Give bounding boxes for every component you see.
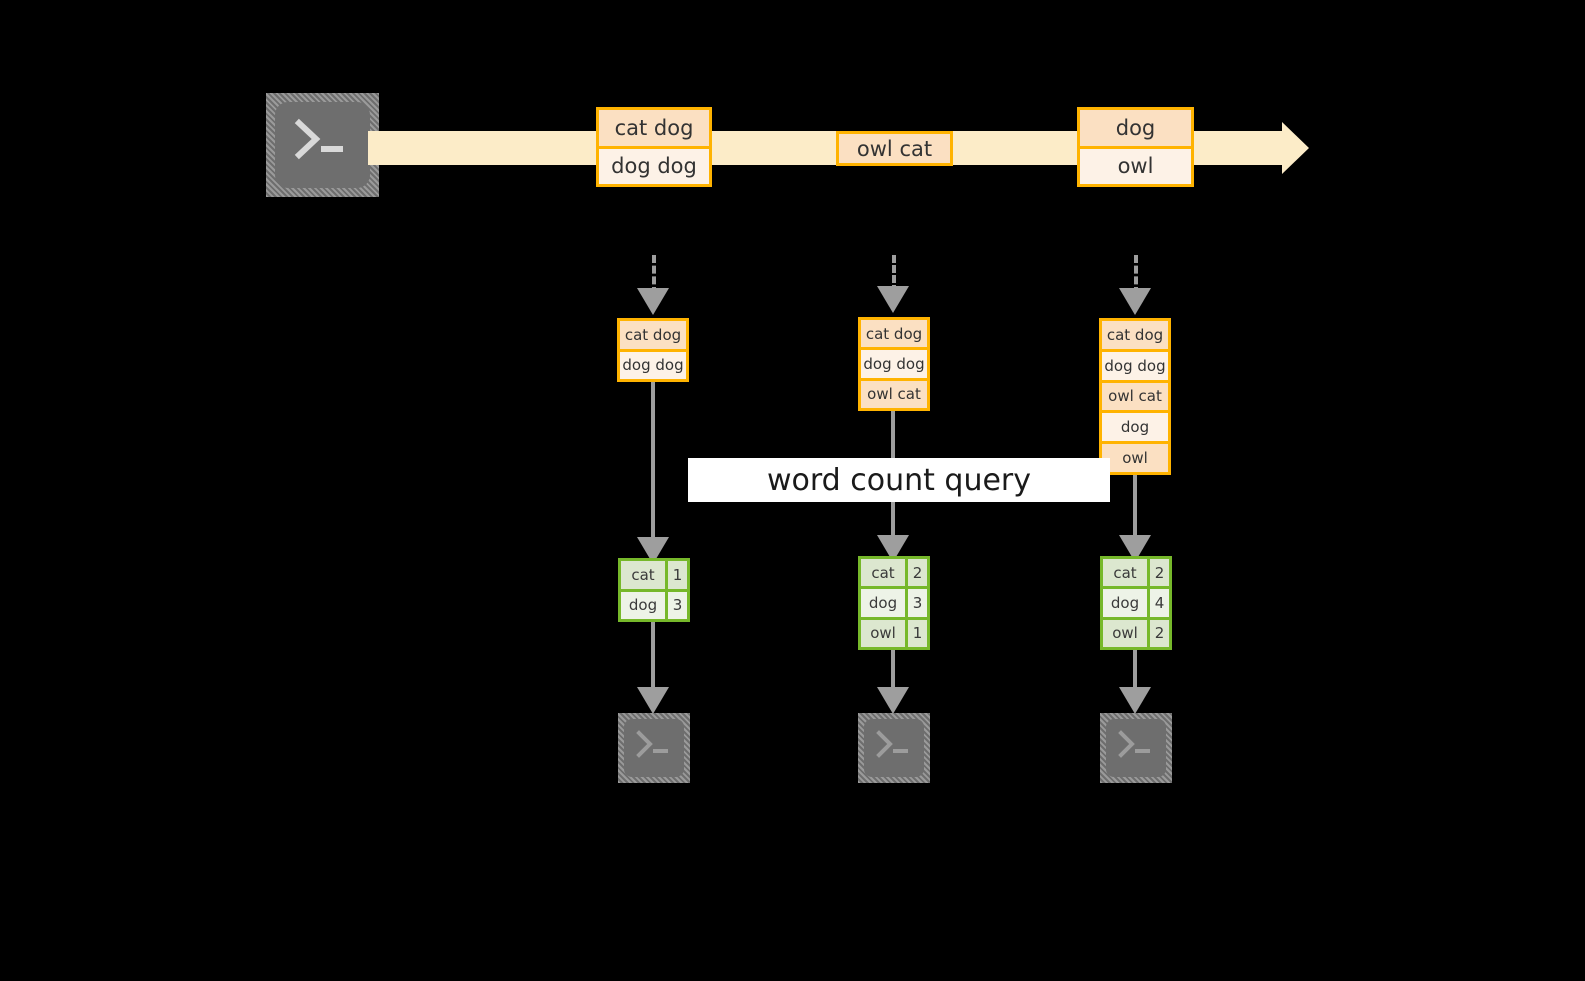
snapshot-2-sink-connector bbox=[891, 650, 895, 694]
snapshot-3-query-arrowhead bbox=[1119, 535, 1151, 562]
word-cell: owl bbox=[861, 619, 905, 647]
snapshot-1-sink-arrowhead bbox=[637, 687, 669, 714]
snapshot-1-result-table: cat 1 dog 3 bbox=[618, 558, 690, 622]
snapshot-3-result-table: cat 2 dog 4 owl 2 bbox=[1100, 556, 1172, 650]
count-cell: 1 bbox=[665, 561, 687, 589]
snapshot-3-stream-connector bbox=[1134, 255, 1138, 295]
terminal-prompt-glyph bbox=[294, 118, 343, 160]
snapshot-input-line: owl bbox=[1102, 441, 1168, 472]
snapshot-2-input: cat dog dog dog owl cat bbox=[858, 317, 930, 411]
word-cell: dog bbox=[861, 589, 905, 617]
snapshot-input-line: dog dog bbox=[620, 348, 686, 379]
table-row: dog 4 bbox=[1103, 586, 1169, 617]
snapshot-input-line: cat dog bbox=[620, 321, 686, 349]
snapshot-1-sink-terminal-icon bbox=[618, 713, 690, 783]
snapshot-1-query-arrowhead bbox=[637, 537, 669, 564]
snapshot-input-line: owl cat bbox=[1102, 379, 1168, 411]
count-cell: 1 bbox=[905, 619, 927, 647]
count-cell: 2 bbox=[1147, 559, 1169, 587]
table-row: dog 3 bbox=[861, 586, 927, 617]
snapshot-3-stream-arrowhead bbox=[1119, 288, 1151, 315]
count-cell: 2 bbox=[905, 559, 927, 587]
stream-event-line: owl cat bbox=[839, 134, 950, 163]
table-row: owl 2 bbox=[1103, 616, 1169, 647]
word-cell: owl bbox=[1103, 619, 1147, 647]
snapshot-input-line: cat dog bbox=[861, 320, 927, 348]
snapshot-2-sink-arrowhead bbox=[877, 687, 909, 714]
terminal-body bbox=[1106, 719, 1166, 777]
snapshot-1-stream-connector bbox=[652, 255, 656, 295]
snapshot-input-line: dog dog bbox=[1102, 348, 1168, 380]
snapshot-1-input: cat dog dog dog bbox=[617, 318, 689, 382]
stream-event-2: owl cat bbox=[836, 131, 953, 166]
table-row: owl 1 bbox=[861, 616, 927, 647]
count-cell: 4 bbox=[1147, 589, 1169, 617]
snapshot-1-sink-connector bbox=[651, 622, 655, 694]
snapshot-2-query-arrowhead bbox=[877, 535, 909, 562]
table-row: cat 2 bbox=[1103, 559, 1169, 587]
snapshot-input-line: cat dog bbox=[1102, 321, 1168, 349]
stream-event-3: dog owl bbox=[1077, 107, 1194, 187]
event-stream-arrowhead bbox=[1275, 122, 1309, 174]
terminal-body bbox=[275, 102, 370, 188]
count-cell: 3 bbox=[905, 589, 927, 617]
snapshot-1-stream-arrowhead bbox=[637, 288, 669, 315]
stream-event-1: cat dog dog dog bbox=[596, 107, 712, 187]
count-cell: 3 bbox=[665, 591, 687, 619]
stream-event-line: owl bbox=[1080, 145, 1191, 184]
terminal-body bbox=[624, 719, 684, 777]
word-cell: dog bbox=[621, 591, 665, 619]
snapshot-1-query-connector bbox=[651, 382, 655, 548]
stream-event-line: dog bbox=[1080, 110, 1191, 146]
word-cell: dog bbox=[1103, 589, 1147, 617]
word-cell: cat bbox=[1103, 559, 1147, 587]
count-cell: 2 bbox=[1147, 619, 1169, 647]
snapshot-3-input: cat dog dog dog owl cat dog owl bbox=[1099, 318, 1171, 475]
terminal-prompt-glyph bbox=[876, 730, 908, 758]
query-label: word count query bbox=[688, 458, 1110, 502]
terminal-body bbox=[864, 719, 924, 777]
snapshot-2-result-table: cat 2 dog 3 owl 1 bbox=[858, 556, 930, 650]
snapshot-3-sink-arrowhead bbox=[1119, 687, 1151, 714]
snapshot-input-line: dog bbox=[1102, 410, 1168, 442]
snapshot-input-line: owl cat bbox=[861, 377, 927, 408]
word-cell: cat bbox=[621, 561, 665, 589]
snapshot-input-line: dog dog bbox=[861, 347, 927, 378]
table-row: cat 2 bbox=[861, 559, 927, 587]
stream-event-line: dog dog bbox=[599, 145, 709, 184]
word-cell: cat bbox=[861, 559, 905, 587]
snapshot-3-sink-terminal-icon bbox=[1100, 713, 1172, 783]
table-row: cat 1 bbox=[621, 561, 687, 589]
table-row: dog 3 bbox=[621, 588, 687, 619]
snapshot-2-sink-terminal-icon bbox=[858, 713, 930, 783]
snapshot-3-query-connector bbox=[1133, 475, 1137, 546]
snapshot-2-stream-connector bbox=[892, 255, 896, 293]
terminal-prompt-glyph bbox=[636, 730, 668, 758]
source-terminal-icon bbox=[266, 93, 379, 197]
snapshot-3-sink-connector bbox=[1133, 650, 1137, 694]
snapshot-2-stream-arrowhead bbox=[877, 286, 909, 313]
terminal-prompt-glyph bbox=[1118, 730, 1150, 758]
stream-event-line: cat dog bbox=[599, 110, 709, 146]
